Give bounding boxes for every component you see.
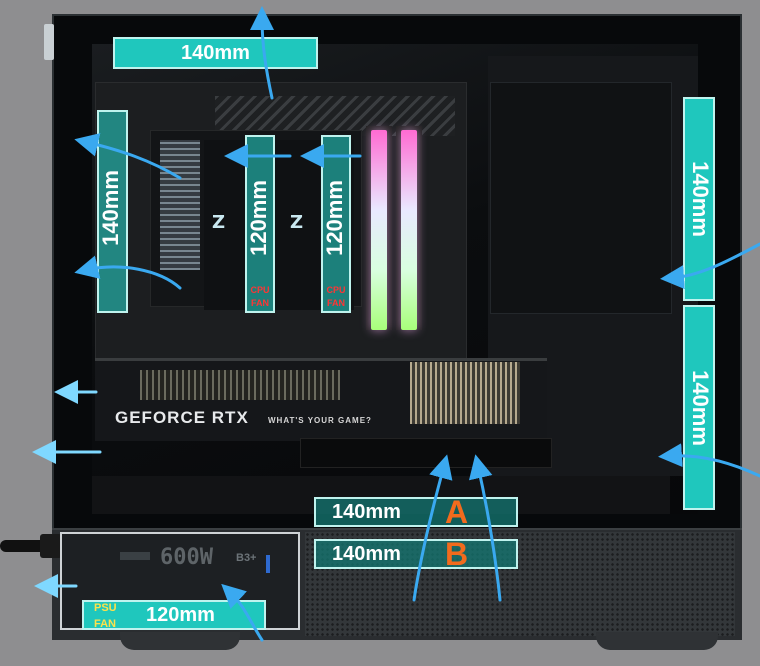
airflow-arrow-icon: [412, 454, 453, 602]
psu-brand-mark: [120, 552, 150, 560]
gpu-slogan: WHAT'S YOUR GAME?: [268, 416, 372, 425]
drive-bay-plate: [490, 82, 672, 314]
psu-fan-tag: PSU FAN: [94, 602, 117, 630]
case-handle: [44, 24, 54, 60]
airflow-arrow-icon: [74, 133, 182, 180]
case-foot-left: [120, 632, 240, 650]
bottom-fan-b-label: 140mm: [314, 539, 518, 569]
gpu-brand: GEFORCE RTX: [115, 408, 249, 427]
power-plug: [40, 534, 62, 558]
gpu-heatsink-fins: [140, 370, 340, 400]
top-fan-label: 140mm: [113, 37, 318, 69]
psu-indicator: [266, 555, 270, 573]
front-left-fan-box: [97, 110, 128, 313]
gpu-heatsink-fins-right: [410, 362, 520, 424]
shroud-mesh: [305, 532, 735, 636]
airflow-arrow-icon: [658, 443, 760, 478]
psu-rating: B3+: [236, 552, 257, 564]
ram-rgb-2: [401, 130, 417, 330]
cpu-fan-2-box: [321, 135, 351, 313]
airflow-arrow-icon: [221, 583, 264, 642]
cpu-fan-1-tag: CPU FAN: [250, 285, 270, 308]
gpu-bottom-edge: [300, 438, 552, 468]
right-bottom-fan-box: [683, 305, 715, 510]
cpu-fan-1-box: [245, 135, 275, 313]
ram-rgb-1: [371, 130, 387, 330]
bottom-fan-a-label: 140mm: [314, 497, 518, 527]
psu-model: 600W: [160, 545, 213, 570]
bottom-fan-b-letter: B: [445, 536, 469, 572]
cooler-logo-icon: Z: [290, 212, 304, 233]
bottom-fan-a-letter: A: [445, 494, 469, 530]
airflow-arrow-icon: [74, 255, 182, 290]
airflow-arrow-icon: [468, 454, 502, 602]
airflow-arrow-icon: [250, 6, 275, 100]
cooler-logo-icon: Z: [212, 212, 226, 233]
airflow-arrow-icon: [660, 242, 760, 290]
case-foot-right: [596, 632, 718, 650]
cpu-fan-2-tag: CPU FAN: [326, 285, 346, 308]
cpu-heatsink: [160, 140, 200, 270]
psu-fan-label: 120mm: [82, 600, 266, 630]
